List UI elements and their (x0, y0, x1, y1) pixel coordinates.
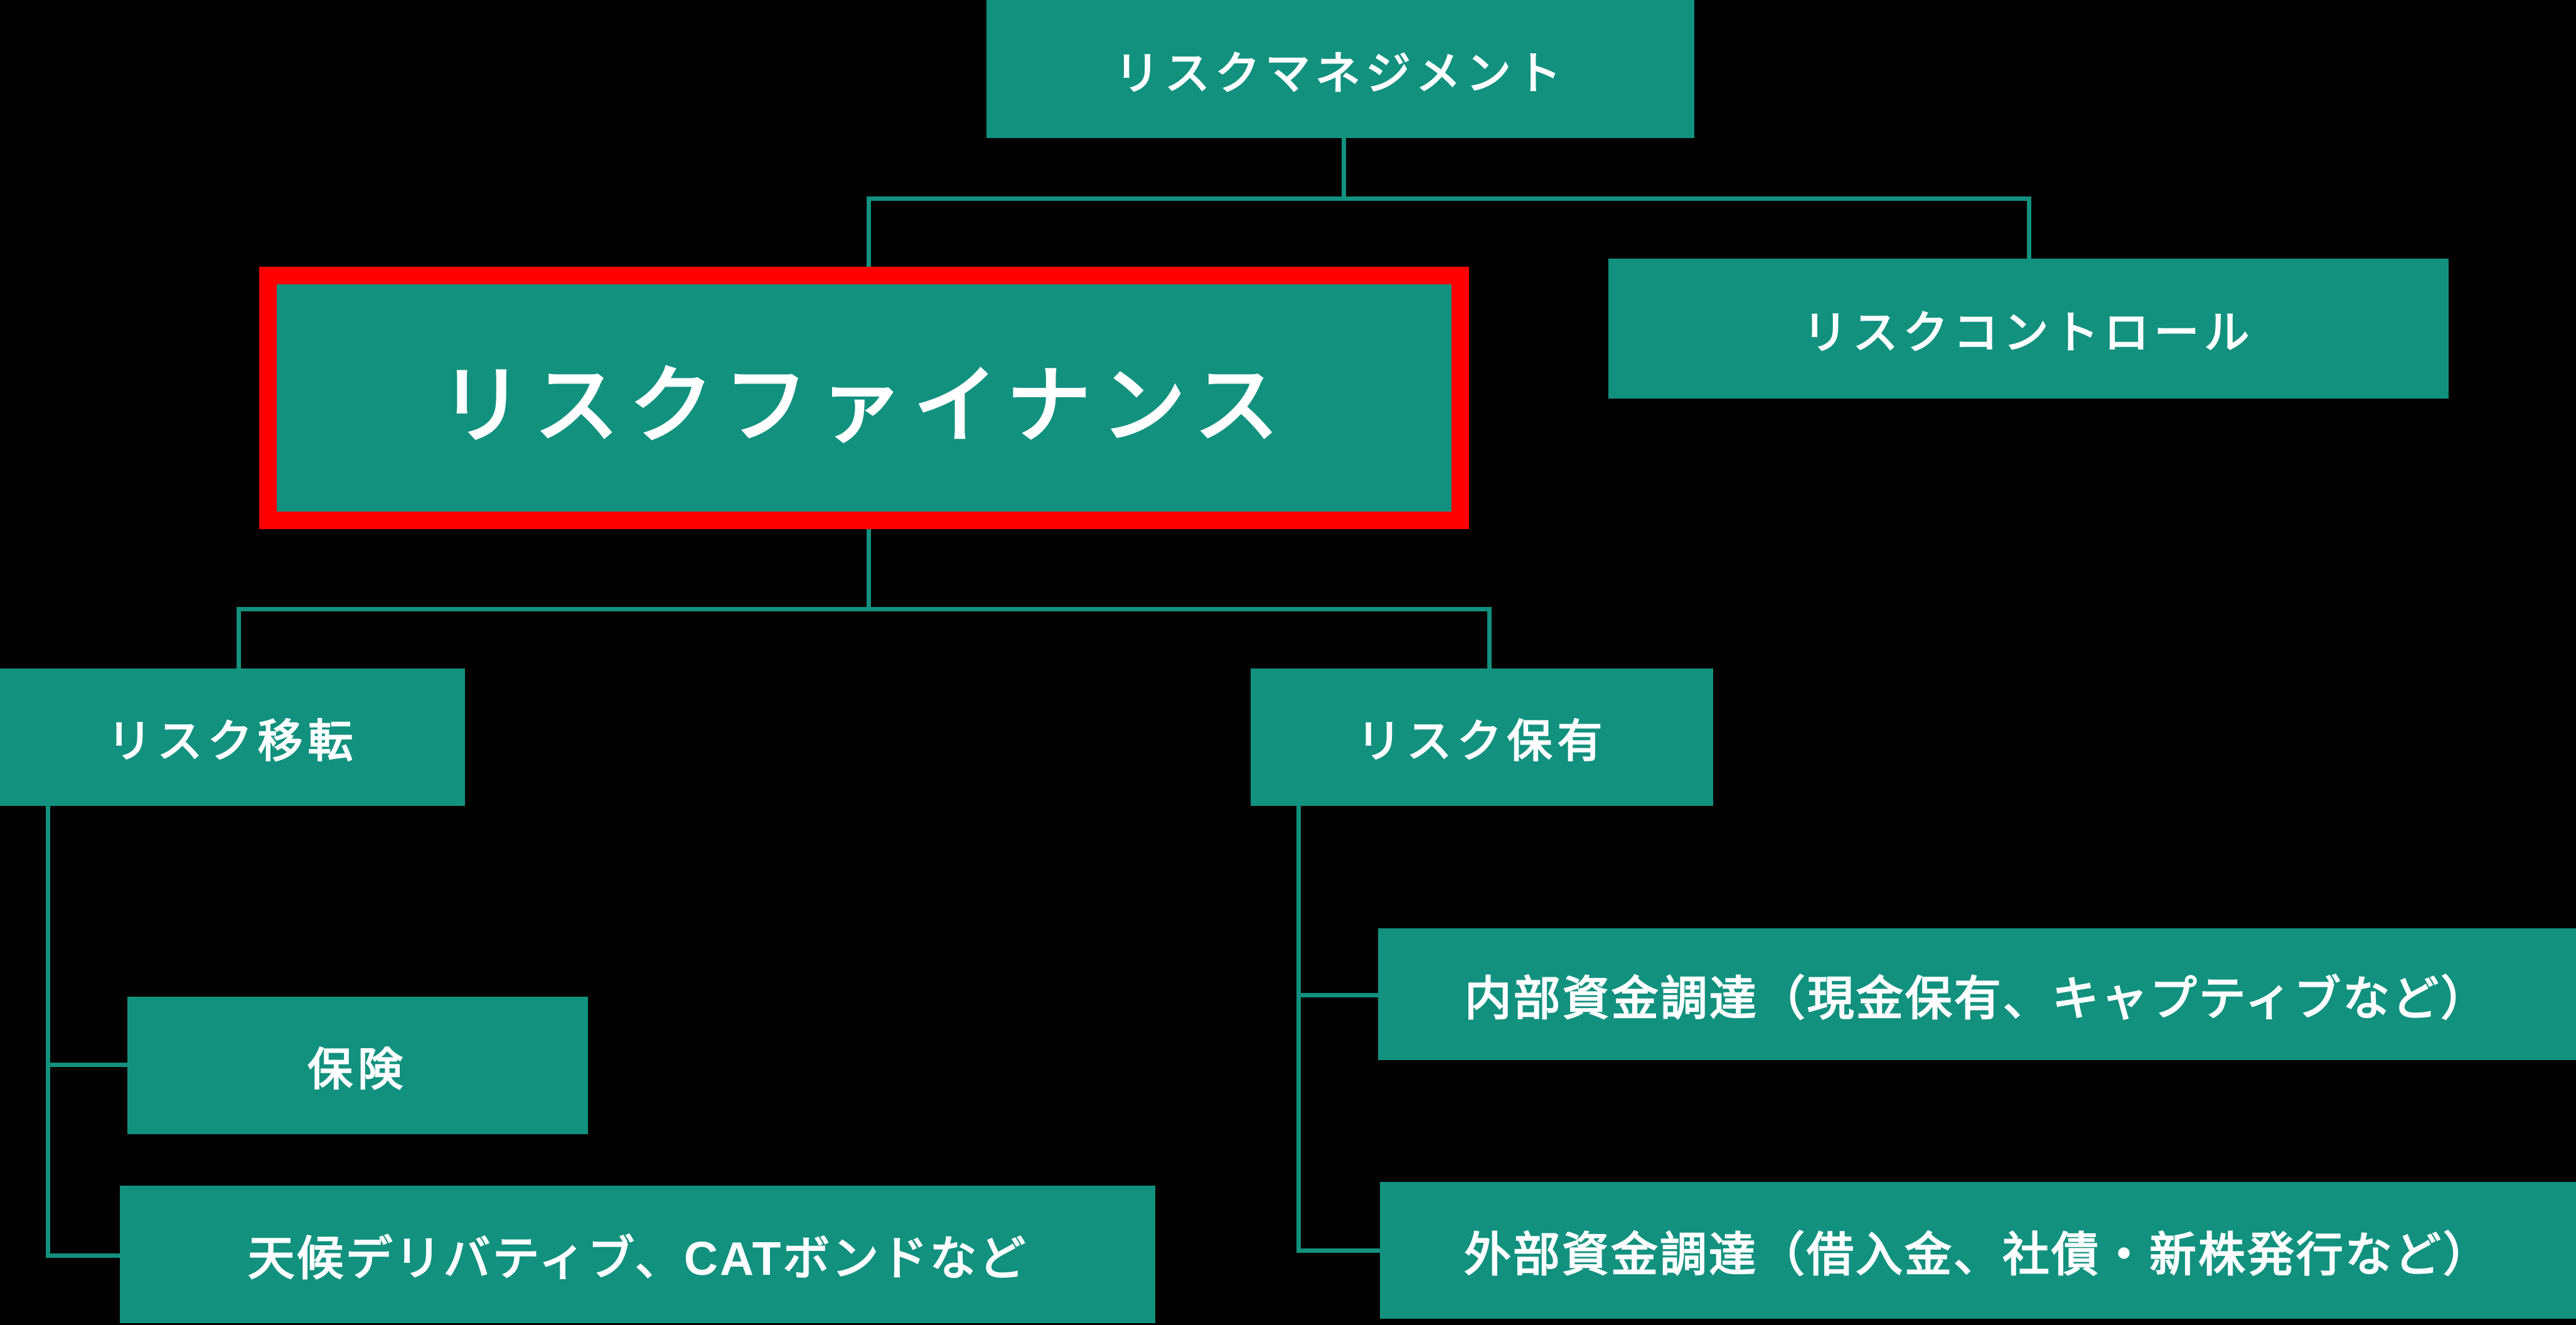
node-external-funding: 外部資金調達（借入金、社債・新株発行など） (1380, 1182, 2576, 1319)
node-risk-transfer: リスク移転 (0, 668, 465, 806)
connector-root-trunk (1342, 138, 1346, 197)
connector-drop-risk-retention (1487, 607, 1492, 668)
connector-risk-finance-trunk (867, 529, 871, 608)
node-risk-management-label: リスクマネジメント (1114, 48, 1566, 99)
connector-drop-risk-finance (867, 196, 871, 267)
connector-level1-horizontal (867, 196, 2031, 201)
connector-elbow-internal-funding (1296, 993, 1378, 997)
node-risk-finance-highlighted: リスクファイナンス (259, 267, 1469, 529)
connector-drop-risk-transfer (237, 607, 241, 668)
connector-drop-risk-control (2027, 196, 2031, 259)
node-risk-control: リスクコントロール (1608, 259, 2449, 399)
node-risk-control-label: リスクコントロール (1802, 308, 2255, 358)
node-weather-derivatives-cat-bonds-label: 天候デリバティブ、CATボンドなど (247, 1232, 1028, 1285)
node-insurance: 保険 (127, 997, 588, 1134)
connector-elbow-weather-cat (46, 1253, 120, 1258)
node-insurance-label: 保険 (307, 1045, 408, 1095)
connector-risk-transfer-trunk (46, 806, 50, 1258)
node-risk-retention-label: リスク保有 (1356, 717, 1608, 767)
connector-level2-horizontal (237, 607, 1492, 611)
node-risk-management: リスクマネジメント (986, 0, 1694, 138)
connector-elbow-external-funding (1296, 1248, 1380, 1253)
connector-risk-retention-trunk (1296, 806, 1301, 1253)
connector-elbow-insurance (46, 1063, 127, 1067)
node-internal-funding: 内部資金調達（現金保有、キャプティブなど） (1378, 928, 2576, 1060)
node-internal-funding-label: 内部資金調達（現金保有、キャプティブなど） (1464, 972, 2490, 1025)
node-risk-retention: リスク保有 (1251, 668, 1713, 806)
node-weather-derivatives-cat-bonds: 天候デリバティブ、CATボンドなど (120, 1186, 1155, 1323)
node-risk-finance-label: リスクファイナンス (439, 358, 1289, 453)
node-external-funding-label: 外部資金調達（借入金、社債・新株発行など） (1463, 1228, 2492, 1281)
node-risk-transfer-label: リスク移転 (107, 717, 358, 767)
